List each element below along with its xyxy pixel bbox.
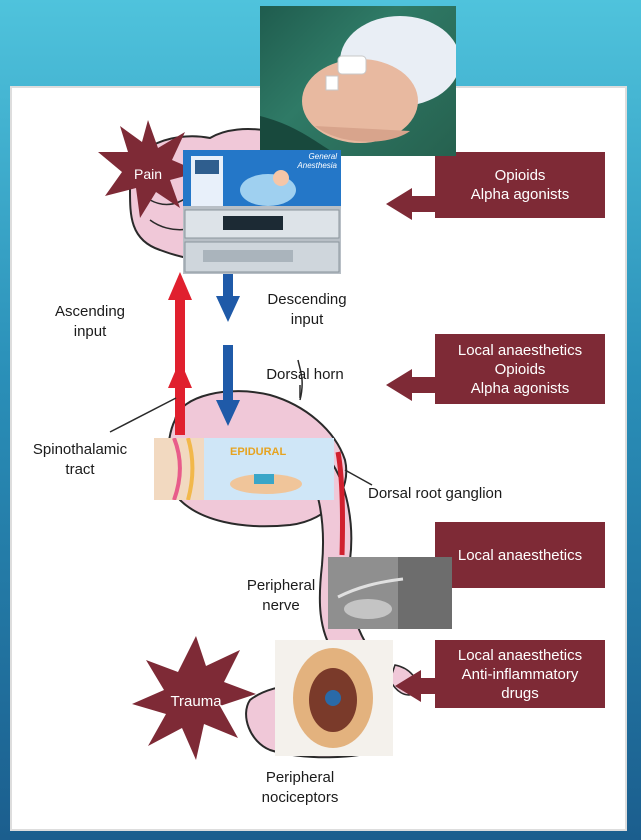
spinothalamic-tract-label: Spinothalamic tract bbox=[30, 440, 130, 480]
dorsal-root-ganglion-label: Dorsal root ganglion bbox=[368, 484, 528, 504]
peripheral-nociceptors-label: Peripheral nociceptors bbox=[250, 768, 350, 808]
anesthesia-sign: General Anesthesia bbox=[297, 152, 337, 170]
drug-arrow-1 bbox=[386, 188, 440, 220]
descending-input-label: Descending input bbox=[252, 290, 362, 330]
dorsal-horn-label: Dorsal horn bbox=[250, 365, 360, 385]
nerve-block-image bbox=[328, 557, 452, 629]
drug-box-brain: Opioids Alpha agonists bbox=[435, 152, 605, 218]
epidural-illustration: EPIDURAL bbox=[154, 438, 334, 500]
peripheral-nerve-label: Peripheral nerve bbox=[236, 576, 326, 616]
infusion-pump-photo bbox=[183, 206, 341, 274]
epidural-sign: EPIDURAL bbox=[230, 446, 286, 458]
drug-box-dorsal-horn: Local anaesthetics Opioids Alpha agonist… bbox=[435, 334, 605, 404]
ascending-input-label: Ascending input bbox=[40, 302, 140, 342]
nerve-block-photo bbox=[328, 557, 452, 629]
anesthesia-machine-photo: General Anesthesia bbox=[183, 150, 341, 210]
infusion-pump-image bbox=[183, 206, 341, 274]
descending-arrow bbox=[216, 272, 240, 426]
surgical-anatomy-illustration bbox=[275, 640, 393, 756]
pain-label: Pain bbox=[128, 164, 168, 184]
trauma-label: Trauma bbox=[166, 692, 226, 712]
surgical-anatomy-image bbox=[275, 640, 393, 756]
patient-photo bbox=[260, 6, 456, 156]
drug-arrow-2 bbox=[386, 369, 440, 401]
patient-image bbox=[260, 6, 456, 156]
drug-box-nociceptors: Local anaesthetics Anti-inflammatory dru… bbox=[435, 640, 605, 708]
drug-box-peripheral-nerve: Local anaesthetics bbox=[435, 522, 605, 588]
